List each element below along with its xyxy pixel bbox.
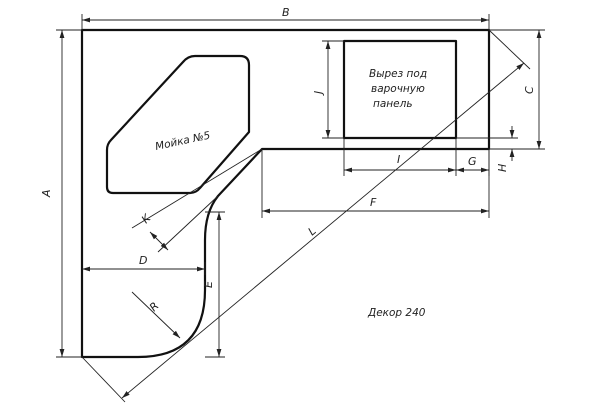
dim-l-ext-top: [488, 29, 531, 70]
cutout-label-line2: варочную: [371, 83, 425, 95]
dim-l-line: [121, 62, 525, 399]
dim-d-label: D: [139, 254, 147, 267]
dim-k-ext-top: [131, 148, 263, 229]
decor-label: Декор 240: [367, 307, 426, 319]
dim-i-label: I: [397, 153, 400, 166]
dim-j-label: J: [312, 91, 325, 96]
cutout-label-line3: панель: [373, 98, 413, 110]
dim-f-label: F: [370, 196, 377, 209]
dim-e-label: E: [202, 281, 215, 288]
cutout-label-line1: Вырез под: [369, 68, 427, 80]
dim-g-label: G: [468, 155, 477, 168]
sink-outline: [105, 54, 251, 195]
dim-h-label: H: [496, 164, 509, 172]
dim-r-label: R: [147, 300, 162, 315]
dim-k-ext-bottom: [157, 195, 219, 253]
dim-b-label: B: [282, 6, 290, 19]
sink-label: Мойка №5: [154, 129, 212, 152]
dim-r-leader: [131, 291, 181, 339]
dim-k-line: [149, 231, 169, 251]
dim-a-label: A: [40, 189, 53, 198]
dim-l-ext-bottom: [81, 356, 126, 403]
dim-c-label: C: [523, 86, 536, 94]
dim-k-label: K: [139, 211, 154, 226]
